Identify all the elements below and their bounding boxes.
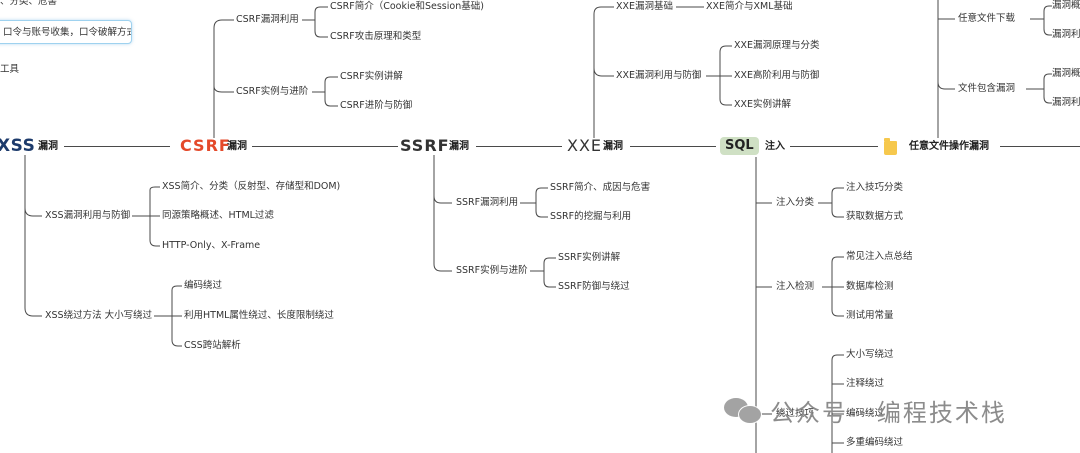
csrf-item-principle[interactable]: CSRF攻击原理和类型 (330, 31, 422, 42)
xxe-item-principle[interactable]: XXE漏洞原理与分类 (734, 40, 820, 51)
sql-item-data-fetch[interactable]: 获取数据方式 (846, 211, 904, 222)
sql-item-encoding[interactable]: 编码绕过 (846, 408, 885, 419)
sql-branch-classify[interactable]: 注入分类 (776, 197, 815, 208)
xss-branch-bypass[interactable]: XSS绕过方法 大小写绕过 (45, 310, 153, 321)
file-item-download-overview[interactable]: 漏洞概 (1052, 0, 1080, 11)
file-branch-download[interactable]: 任意文件下载 (958, 13, 1016, 24)
wechat-icon (724, 395, 762, 425)
sql-branch-bypass[interactable]: 绕过技巧 (776, 408, 815, 419)
watermark: 公众号 · 编程技术栈 (724, 392, 1007, 428)
main-node-xss[interactable]: 漏洞 (38, 141, 58, 152)
xxe-logo: XXE (567, 136, 603, 155)
main-node-file-ops[interactable]: 任意文件操作漏洞 (909, 141, 989, 152)
partial-node-intro: 、分类、危害 (0, 0, 58, 7)
sql-item-comment[interactable]: 注释绕过 (846, 378, 885, 389)
sql-item-injection-points[interactable]: 常见注入点总结 (846, 251, 913, 262)
folder-icon (884, 138, 897, 155)
ssrf-item-discover[interactable]: SSRF的挖掘与利用 (550, 211, 632, 222)
xss-item-same-origin[interactable]: 同源策略概述、HTML过滤 (162, 210, 274, 221)
xxe-item-intro[interactable]: XXE简介与XML基础 (706, 1, 793, 12)
csrf-item-intro[interactable]: CSRF简介（Cookie和Session基础) (330, 1, 484, 12)
csrf-branch-exploit[interactable]: CSRF漏洞利用 (236, 14, 299, 25)
xss-branch-exploit[interactable]: XSS漏洞利用与防御 (45, 210, 131, 221)
main-node-csrf[interactable]: 漏洞 (227, 141, 247, 152)
xxe-item-advanced[interactable]: XXE高阶利用与防御 (734, 70, 820, 81)
sql-item-constants[interactable]: 测试用常量 (846, 310, 894, 321)
ssrf-item-examples[interactable]: SSRF实例讲解 (558, 252, 621, 263)
xss-item-http-only[interactable]: HTTP-Only、X-Frame (162, 240, 261, 251)
selected-node-password[interactable]: 口令与账号收集，口令破解方式 (0, 20, 132, 44)
ssrf-item-defense[interactable]: SSRF防御与绕过 (558, 281, 630, 292)
sql-logo: SQL (720, 137, 759, 155)
xss-logo: XSS (0, 136, 36, 156)
csrf-item-examples[interactable]: CSRF实例讲解 (340, 71, 403, 82)
ssrf-item-intro[interactable]: SSRF简介、成因与危害 (550, 182, 651, 193)
file-branch-include[interactable]: 文件包含漏洞 (958, 83, 1016, 94)
csrf-item-defense[interactable]: CSRF进阶与防御 (340, 100, 413, 111)
main-node-ssrf[interactable]: 漏洞 (449, 141, 469, 152)
main-node-sql[interactable]: 注入 (765, 141, 785, 152)
main-node-xxe[interactable]: 漏洞 (603, 141, 623, 152)
csrf-logo: CSRF (180, 136, 231, 155)
xxe-branch-basics[interactable]: XXE漏洞基础 (616, 1, 674, 12)
file-item-download-exploit[interactable]: 漏洞利 (1052, 29, 1080, 40)
xss-item-intro[interactable]: XSS简介、分类（反射型、存储型和DOM) (162, 181, 341, 192)
ssrf-branch-exploit[interactable]: SSRF漏洞利用 (456, 197, 519, 208)
csrf-branch-advanced[interactable]: CSRF实例与进阶 (236, 86, 309, 97)
sql-item-case[interactable]: 大小写绕过 (846, 349, 894, 360)
sql-item-multi-encoding[interactable]: 多重编码绕过 (846, 437, 904, 448)
xss-item-css[interactable]: CSS跨站解析 (184, 340, 241, 351)
sql-branch-detect[interactable]: 注入检测 (776, 281, 815, 292)
xxe-item-examples[interactable]: XXE实例讲解 (734, 99, 792, 110)
partial-node-tools: 工具 (0, 64, 20, 75)
file-item-include-overview[interactable]: 漏洞概 (1052, 68, 1080, 79)
sql-item-db-detect[interactable]: 数据库检测 (846, 281, 894, 292)
xss-item-encoding[interactable]: 编码绕过 (184, 280, 223, 291)
xss-item-html-attr[interactable]: 利用HTML属性绕过、长度限制绕过 (184, 310, 334, 321)
file-item-include-exploit[interactable]: 漏洞利 (1052, 97, 1080, 108)
xxe-branch-exploit[interactable]: XXE漏洞利用与防御 (616, 70, 702, 81)
ssrf-logo: SSRF (400, 136, 450, 155)
watermark-text: 公众号 · 编程技术栈 (770, 398, 1007, 427)
ssrf-branch-advanced[interactable]: SSRF实例与进阶 (456, 265, 528, 276)
sql-item-techniques[interactable]: 注入技巧分类 (846, 182, 904, 193)
